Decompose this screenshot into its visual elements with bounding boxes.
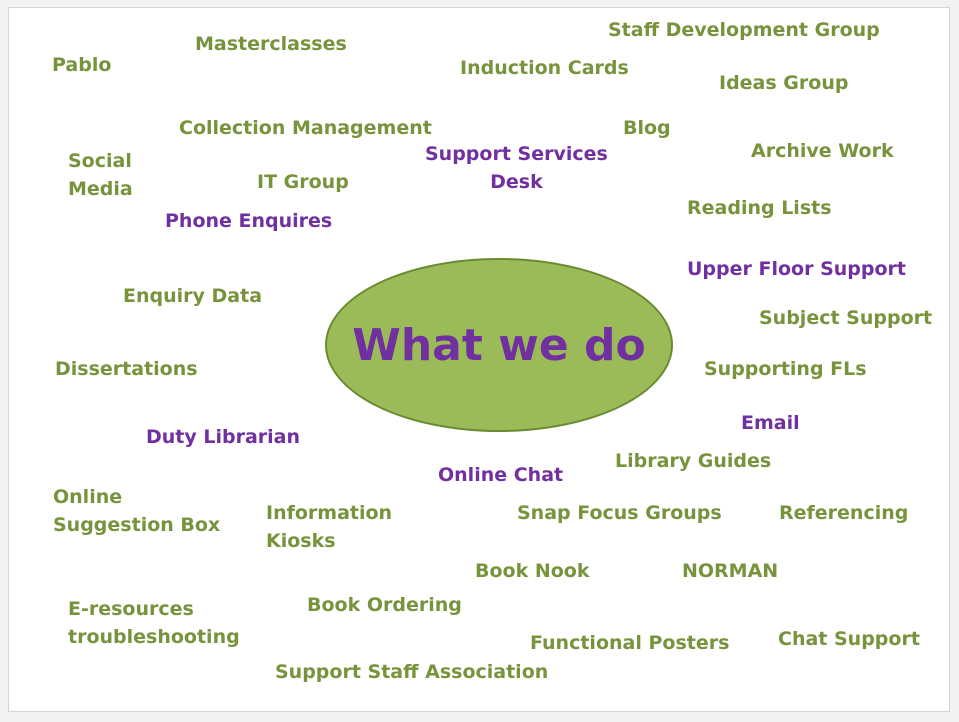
term-supporting-fls: Supporting FLs — [704, 358, 867, 380]
term-upper-floor-support: Upper Floor Support — [687, 258, 907, 280]
term-support-services-desk: Support Services Desk — [425, 143, 608, 193]
term-online-chat: Online Chat — [438, 464, 564, 486]
term-online-suggestion-box: Online Suggestion Box — [53, 486, 221, 536]
term-dissertations: Dissertations — [55, 358, 198, 380]
term-blog: Blog — [623, 117, 671, 139]
term-norman: NORMAN — [682, 560, 779, 582]
term-email: Email — [741, 412, 800, 434]
term-book-nook: Book Nook — [475, 560, 590, 582]
center-label: What we do — [352, 320, 646, 371]
term-functional-posters: Functional Posters — [530, 632, 730, 654]
term-subject-support: Subject Support — [759, 307, 933, 329]
term-reading-lists: Reading Lists — [687, 197, 832, 219]
term-snap-focus-groups: Snap Focus Groups — [517, 502, 722, 524]
term-it-group: IT Group — [257, 171, 349, 193]
term-chat-support: Chat Support — [778, 628, 920, 650]
term-support-staff-association: Support Staff Association — [275, 661, 549, 683]
term-collection-management: Collection Management — [179, 117, 432, 139]
term-archive-work: Archive Work — [751, 140, 894, 162]
term-duty-librarian: Duty Librarian — [146, 426, 301, 448]
term-book-ordering: Book Ordering — [307, 594, 462, 616]
term-masterclasses: Masterclasses — [195, 33, 347, 55]
term-phone-enquires: Phone Enquires — [165, 210, 333, 232]
center-ellipse: What we do — [325, 258, 673, 432]
term-enquiry-data: Enquiry Data — [123, 285, 263, 307]
term-library-guides: Library Guides — [615, 450, 772, 472]
term-referencing: Referencing — [779, 502, 909, 524]
term-pablo: Pablo — [52, 54, 112, 76]
term-information-kiosks: Information Kiosks — [266, 502, 393, 552]
term-social-media: Social Media — [68, 150, 133, 200]
term-e-resources-troubleshooting: E-resources troubleshooting — [68, 598, 240, 648]
slide-canvas: What we do Pablo Masterclasses Staff Dev… — [8, 7, 950, 712]
term-induction-cards: Induction Cards — [460, 57, 629, 79]
term-staff-development-group: Staff Development Group — [608, 19, 880, 41]
term-ideas-group: Ideas Group — [719, 72, 849, 94]
